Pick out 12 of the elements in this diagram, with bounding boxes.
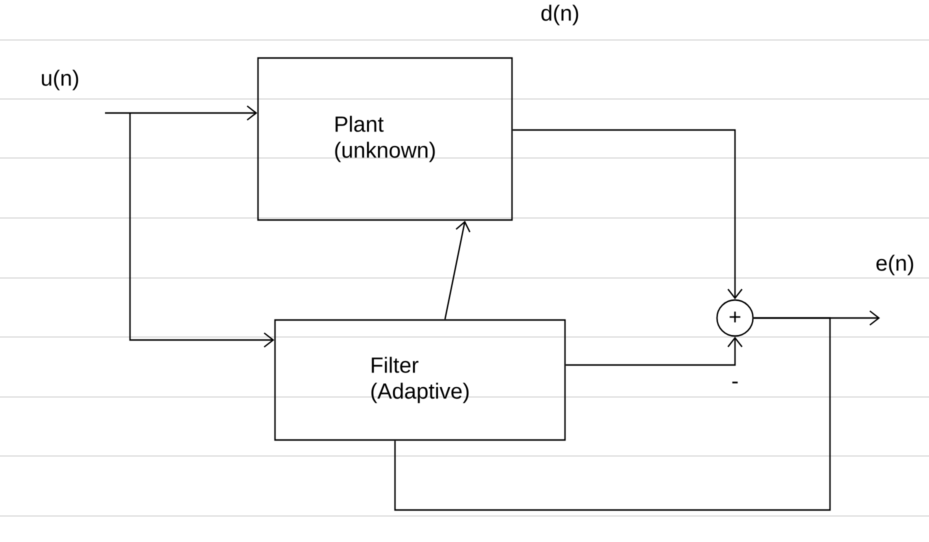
signal-label: u(n): [40, 68, 80, 92]
arrow: [105, 105, 258, 121]
arrow: [129, 113, 274, 348]
signal-label: d(n): [540, 4, 580, 26]
minus-sign: -: [730, 380, 740, 390]
arrow: [566, 336, 743, 366]
arrow: [444, 220, 470, 320]
signal-label: e(n): [874, 254, 916, 276]
block-box: Plant (unknown): [257, 57, 513, 221]
summing-junction: +: [716, 299, 754, 337]
block-box: Filter (Adaptive): [274, 319, 566, 441]
arrow: [512, 129, 743, 300]
